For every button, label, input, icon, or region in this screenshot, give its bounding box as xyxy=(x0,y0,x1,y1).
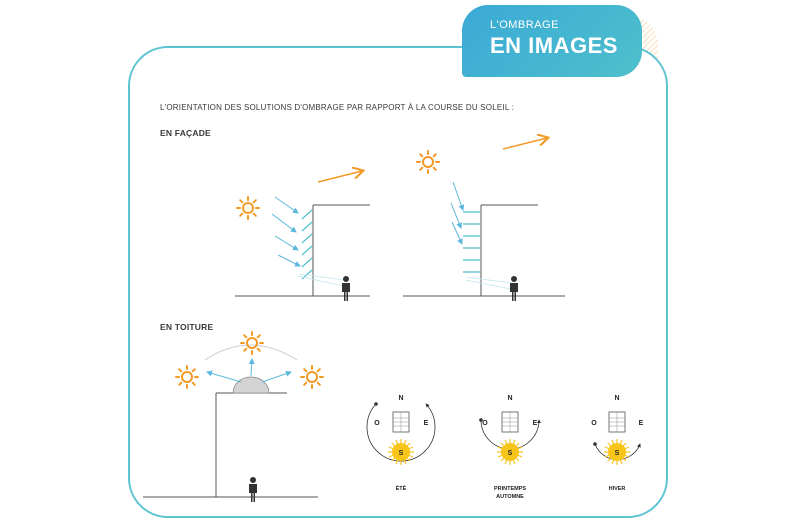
person-icon xyxy=(510,276,518,301)
facade-diagram-horizontal xyxy=(403,138,565,301)
inclined-louvres xyxy=(301,209,313,280)
sun-icon xyxy=(175,365,199,389)
west-label: O xyxy=(591,420,597,427)
compass-equinox: N O E S PRINTEMPS AUTOMNE xyxy=(479,395,541,500)
person-icon xyxy=(249,477,257,502)
light-lines xyxy=(297,273,345,287)
sun-path-arrow-icon xyxy=(317,171,362,183)
sun-icon xyxy=(240,331,264,355)
sun-path-arrow-icon xyxy=(502,138,547,150)
north-label: N xyxy=(398,395,403,402)
sun-icon xyxy=(416,150,440,174)
person-icon xyxy=(342,276,350,301)
west-label: O xyxy=(482,420,488,427)
sun-rays xyxy=(271,196,301,267)
east-label: E xyxy=(639,420,644,427)
sun-icon xyxy=(300,365,324,389)
intro-text: L'ORIENTATION DES SOLUTIONS D'OMBRAGE PA… xyxy=(160,103,515,112)
south-label: S xyxy=(399,450,404,457)
section-title-facade: EN FAÇADE xyxy=(160,128,211,138)
east-label: E xyxy=(424,420,429,427)
title-banner: L'OMBRAGE EN IMAGES xyxy=(462,5,642,77)
season-label: HIVER xyxy=(609,486,626,492)
sun-arc xyxy=(204,344,298,361)
sunrise-dot xyxy=(374,402,378,406)
sun-rays xyxy=(450,181,465,245)
north-label: N xyxy=(614,395,619,402)
compass-icon xyxy=(608,411,626,433)
west-label: O xyxy=(374,420,380,427)
season-label: ÉTÉ xyxy=(396,484,407,492)
south-label: S xyxy=(508,450,513,457)
east-label: E xyxy=(533,420,538,427)
compass-icon xyxy=(392,411,410,433)
compass-winter: N O E S HIVER xyxy=(591,395,643,492)
season-label-2: AUTOMNE xyxy=(496,494,524,500)
sunrise-dot xyxy=(593,442,597,446)
skylight-dome xyxy=(232,376,270,394)
content-frame xyxy=(128,46,668,518)
facade-diagram-inclined xyxy=(235,171,370,301)
north-label: N xyxy=(507,395,512,402)
south-label: S xyxy=(615,450,620,457)
compass-icon xyxy=(501,411,519,433)
banner-title: EN IMAGES xyxy=(490,33,618,58)
horizontal-louvres xyxy=(463,211,480,273)
section-title-toiture: EN TOITURE xyxy=(160,322,214,332)
roof-diagram xyxy=(143,331,324,502)
light-lines xyxy=(465,276,513,290)
banner-kicker: L'OMBRAGE xyxy=(490,19,559,31)
sun-icon xyxy=(236,196,260,220)
sunrise-dot xyxy=(479,418,483,422)
season-label: PRINTEMPS xyxy=(494,486,526,492)
sun-rays xyxy=(206,358,292,383)
compass-summer: N O E S ÉTÉ xyxy=(366,395,436,492)
